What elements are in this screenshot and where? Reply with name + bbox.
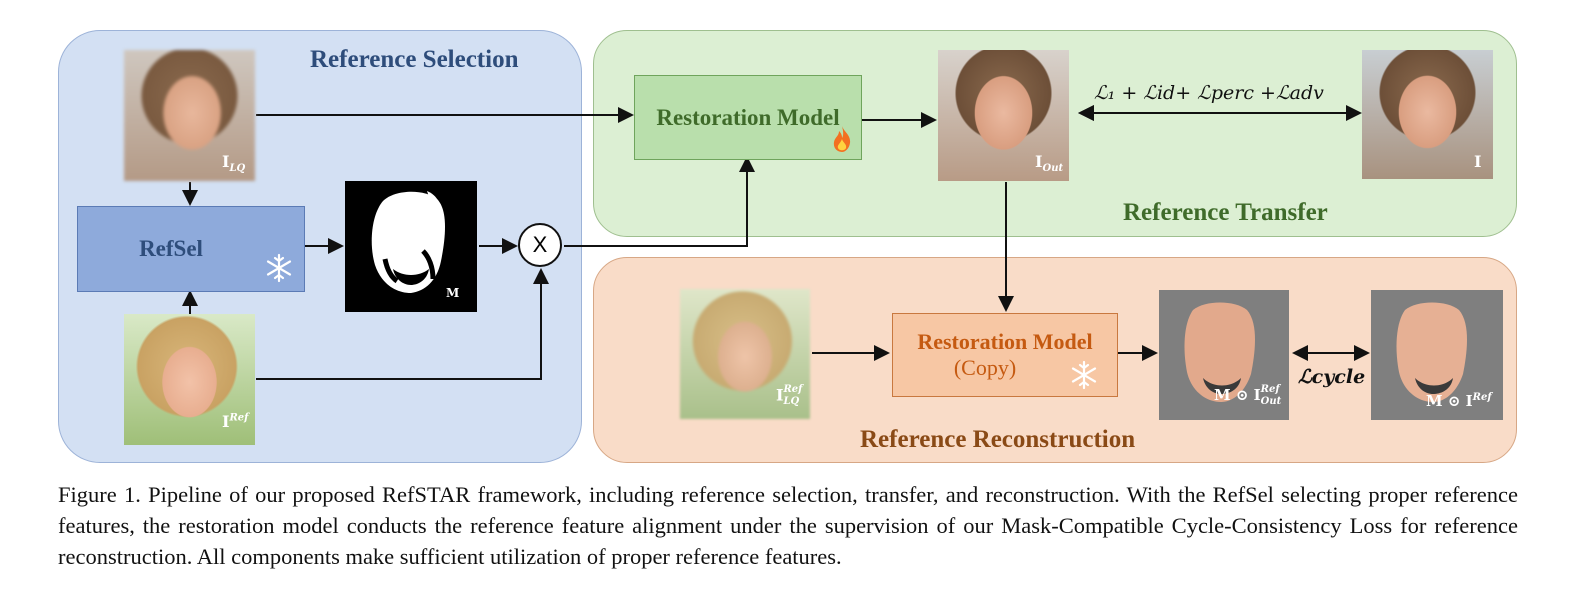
- restoration-model-copy-box: Restoration Model (Copy): [892, 313, 1118, 397]
- i-gt-label: I: [1474, 152, 1482, 171]
- transfer-loss-label: ℒ₁ + ℒid+ ℒperc +ℒadv: [1094, 82, 1324, 104]
- mask-image: [345, 181, 477, 312]
- masked-reference-image: [1371, 290, 1503, 420]
- snowflake-icon: [266, 253, 292, 283]
- refsel-box: RefSel: [77, 206, 305, 292]
- mask-label: M: [446, 286, 460, 300]
- restoration-model-label: Restoration Model: [656, 104, 840, 130]
- fire-icon: [833, 126, 851, 152]
- face-mask-shape: [371, 191, 445, 293]
- masked-face-shape: [1184, 302, 1255, 402]
- restoration-model-copy-sublabel: (Copy): [953, 355, 1017, 380]
- masked-face-shape: [1396, 302, 1467, 402]
- m-ref-label: M ⊙ IRef: [1426, 392, 1492, 410]
- snowflake-icon: [1071, 360, 1097, 390]
- restoration-model-box: Restoration Model: [634, 75, 862, 160]
- low-quality-face-image: [124, 50, 255, 181]
- figure-caption: Figure 1. Pipeline of our proposed RefST…: [58, 482, 1518, 569]
- multiply-node: X: [518, 223, 562, 267]
- refsel-label: RefSel: [139, 236, 203, 261]
- restoration-model-copy-label: Restoration Model: [917, 329, 1093, 354]
- reference-transfer-title: Reference Transfer: [1123, 199, 1328, 226]
- multiply-symbol: X: [532, 232, 548, 257]
- i-ref-label: IRef: [222, 412, 249, 431]
- low-quality-reference-face-image: [680, 289, 810, 419]
- output-face-image: [938, 50, 1069, 181]
- ground-truth-face-image: [1362, 50, 1493, 179]
- cycle-loss-label: ℒcycle: [1298, 366, 1366, 388]
- i-lq-label: ILQ: [222, 152, 246, 175]
- reference-face-image: [124, 314, 255, 445]
- masked-output-reference-image: [1159, 290, 1289, 420]
- reference-selection-title: Reference Selection: [310, 46, 519, 73]
- reference-reconstruction-title: Reference Reconstruction: [860, 426, 1136, 453]
- i-out-label: IOut: [1035, 152, 1064, 175]
